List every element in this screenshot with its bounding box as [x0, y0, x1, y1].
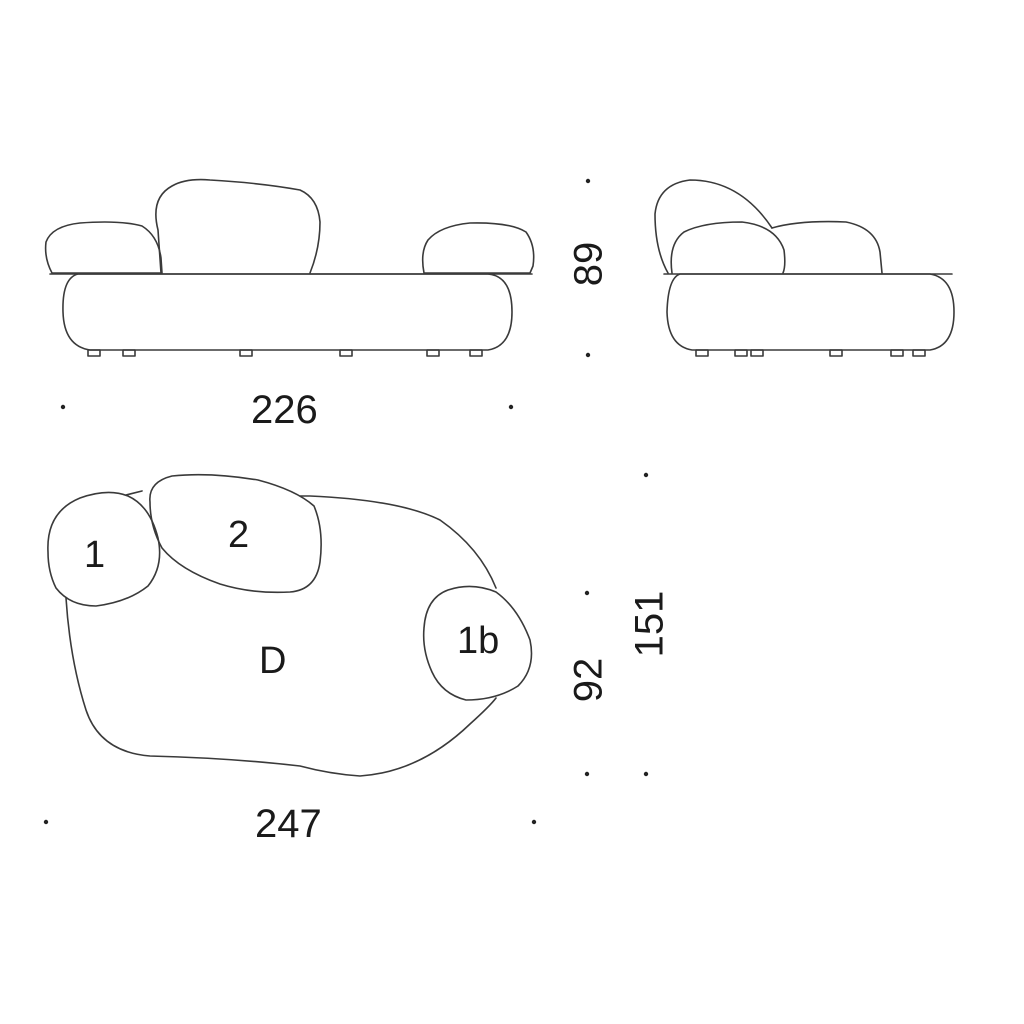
plan-module-2 [149, 473, 322, 594]
dimension-plan-seat-depth: 92 [566, 657, 611, 703]
dimension-height: 89 [566, 241, 611, 287]
module-label-1: 1 [84, 534, 106, 576]
dimension-plan-total-depth: 151 [627, 590, 672, 658]
front-back-cushion [155, 178, 321, 274]
dimension-front-width: 226 [251, 388, 318, 432]
side-front-cushion [670, 221, 786, 274]
side-rear-cushion [771, 220, 883, 274]
dimension-markers [43, 178, 649, 825]
front-elevation-view [44, 178, 535, 357]
plan-seat-d [65, 495, 497, 777]
side-elevation-view [654, 179, 955, 357]
front-right-arm [421, 222, 535, 274]
side-back-cushion [654, 179, 773, 274]
plan-module-1 [47, 491, 161, 607]
side-seat-base [666, 273, 955, 351]
plan-module-1b [422, 585, 533, 701]
module-label-1b: 1b [457, 620, 500, 662]
dimension-plan-width: 247 [255, 802, 322, 846]
module-label-d: D [259, 640, 287, 682]
plan-view [47, 473, 533, 777]
front-seat-base [62, 273, 513, 351]
side-feet [695, 349, 926, 357]
module-label-2: 2 [228, 514, 250, 556]
front-feet [87, 349, 483, 357]
front-left-arm [44, 221, 163, 274]
